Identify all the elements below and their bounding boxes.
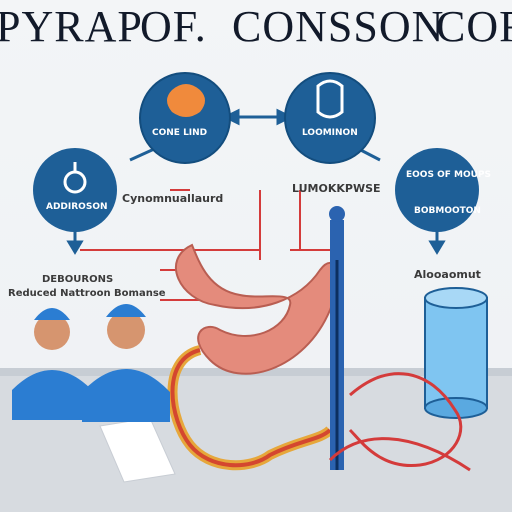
node-mid-left-caption: ADDIROSON (46, 202, 108, 212)
circle-top-right (284, 72, 376, 164)
label-left-stack-1: DEBOURONS (42, 274, 114, 285)
label-center-left: Cynomnuallaurd (122, 192, 224, 205)
label-right-single: Alooaomut (414, 268, 481, 281)
endoscope (329, 206, 345, 470)
label-center-right: LUMOKKPWSE (292, 182, 381, 195)
connector-arrows (66, 108, 446, 255)
title-middle: OF. (140, 2, 207, 51)
circle-mid-left (33, 148, 117, 232)
node-top-right-caption: LOOMINON (302, 128, 358, 138)
colon-band-inner (170, 348, 332, 468)
label-left-stack-2: Reduced Nattroon Bomanse (8, 288, 166, 299)
title-left: PYRAP (0, 2, 143, 51)
node-mid-right-caption: EOOS OF MOUPS (406, 170, 491, 180)
title: PYRAP OF. CONSSON COR (0, 4, 512, 50)
node-top-left-caption: CONE LIND (152, 128, 208, 138)
title-right-end: COR (436, 2, 512, 51)
person-right (82, 304, 170, 422)
stomach (174, 243, 339, 375)
cable-2 (328, 437, 471, 472)
cable-1 (348, 372, 463, 468)
person-left (12, 308, 92, 420)
circle-top-left (139, 72, 231, 164)
circle-right (395, 148, 479, 232)
title-right-main: CONSSON (232, 2, 445, 51)
node-right-caption: BOBMOOTON (414, 206, 481, 216)
cylinder-device (424, 287, 488, 419)
